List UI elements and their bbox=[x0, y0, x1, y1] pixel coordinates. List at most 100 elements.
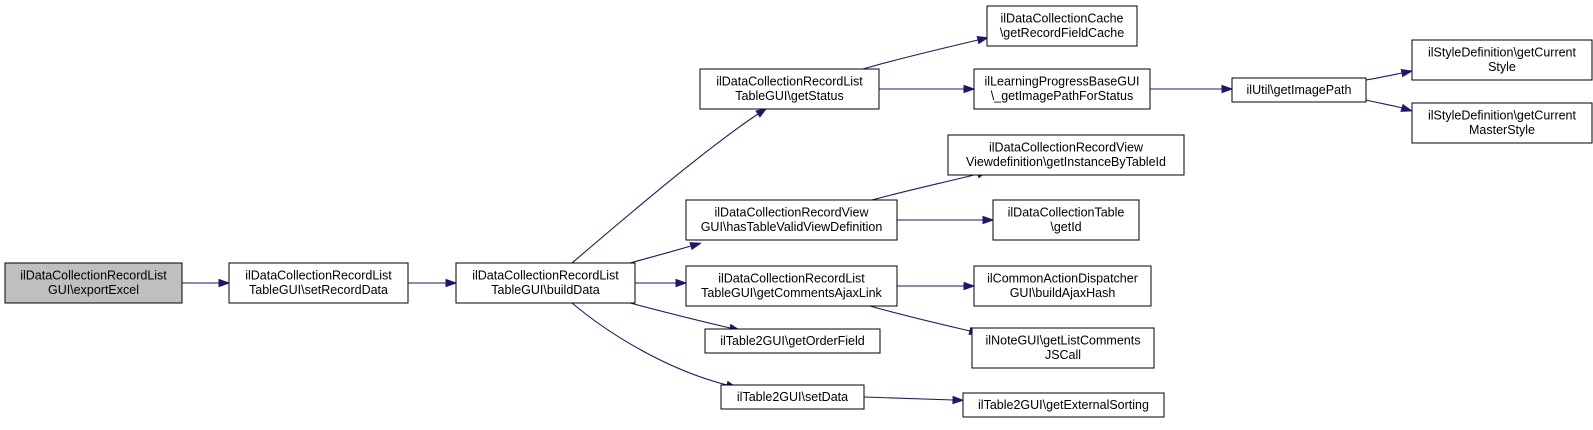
edge-line bbox=[869, 305, 971, 332]
node-box bbox=[947, 134, 1185, 176]
function-node[interactable]: ilTable2GUI\getExternalSorting bbox=[962, 392, 1165, 418]
arrowhead-icon bbox=[218, 278, 231, 288]
node-label-line: GUI\buildAjaxHash bbox=[1010, 286, 1116, 300]
node-box bbox=[973, 68, 1151, 110]
arrowhead-icon bbox=[1221, 84, 1234, 94]
call-edge-n5-n13 bbox=[869, 305, 982, 335]
node-box bbox=[685, 199, 898, 241]
node-box bbox=[1231, 77, 1367, 103]
arrowhead-icon bbox=[1400, 103, 1414, 112]
node-label-line: ilDataCollectionTable bbox=[1008, 206, 1125, 220]
edge-line bbox=[863, 396, 954, 401]
node-label-line: ilTable2GUI\setData bbox=[737, 390, 848, 404]
node-label-line: GUI\hasTableValidViewDefinition bbox=[701, 220, 883, 234]
arrowhead-icon bbox=[445, 278, 458, 288]
call-edge-n2-n6 bbox=[629, 302, 742, 332]
arrowhead-icon bbox=[1400, 68, 1414, 78]
node-label-line: ilStyleDefinition\getCurrent bbox=[1428, 46, 1577, 60]
call-edge-n9-n15 bbox=[1150, 84, 1234, 94]
call-edge-n4-n11 bbox=[897, 215, 995, 225]
node-label-line: ilDataCollectionRecordList bbox=[718, 272, 865, 286]
call-edge-n2-n5 bbox=[634, 278, 688, 288]
call-edge-n3-n8 bbox=[862, 36, 990, 70]
function-node[interactable]: ilDataCollectionRecordViewGUI\hasTableVa… bbox=[685, 199, 898, 241]
arrowhead-icon bbox=[755, 107, 768, 118]
node-label-line: ilDataCollectionCache bbox=[1001, 12, 1124, 26]
node-box bbox=[971, 327, 1155, 369]
node-label-line: ilLearningProgressBaseGUI bbox=[985, 75, 1140, 89]
edge-line bbox=[571, 113, 759, 264]
edge-line bbox=[629, 302, 731, 329]
function-node[interactable]: ilLearningProgressBaseGUI\_getImagePathF… bbox=[973, 68, 1151, 110]
call-graph-edges bbox=[181, 36, 1414, 405]
call-edge-n0-n1 bbox=[181, 278, 231, 288]
arrowhead-icon bbox=[963, 84, 976, 94]
edge-line bbox=[862, 39, 979, 70]
node-label-line: JSCall bbox=[1045, 348, 1081, 362]
node-label-line: \getId bbox=[1050, 220, 1081, 234]
node-box bbox=[228, 262, 409, 304]
edge-line bbox=[629, 245, 692, 264]
node-label-line: TableGUI\setRecordData bbox=[249, 283, 388, 297]
node-label-line: ilUtil\getImagePath bbox=[1247, 83, 1352, 97]
node-box bbox=[455, 262, 636, 304]
call-graph-nodes: ilDataCollectionRecordListGUI\exportExce… bbox=[4, 5, 1593, 418]
node-label-line: Style bbox=[1488, 60, 1516, 74]
arrowhead-icon bbox=[675, 278, 688, 288]
function-node[interactable]: ilDataCollectionRecordListTableGUI\setRe… bbox=[228, 262, 409, 304]
call-edge-n15-n17 bbox=[1365, 99, 1414, 112]
node-label-line: \getRecordFieldCache bbox=[1000, 26, 1124, 40]
node-box bbox=[1411, 39, 1593, 81]
node-label-line: TableGUI\getStatus bbox=[735, 89, 843, 103]
node-label-line: GUI\exportExcel bbox=[48, 283, 139, 297]
node-label-line: TableGUI\getCommentsAjaxLink bbox=[701, 286, 882, 300]
call-edge-n2-n3 bbox=[571, 107, 768, 264]
arrowhead-icon bbox=[689, 242, 703, 251]
node-label-line: ilDataCollectionRecordList bbox=[20, 269, 167, 283]
call-edge-n1-n2 bbox=[407, 278, 458, 288]
node-label-line: ilTable2GUI\getOrderField bbox=[720, 334, 865, 348]
function-node[interactable]: ilDataCollectionRecordListTableGUI\getSt… bbox=[699, 68, 880, 110]
function-node[interactable]: ilCommonActionDispatcherGUI\buildAjaxHas… bbox=[973, 265, 1152, 307]
edge-line bbox=[871, 173, 979, 201]
function-node[interactable]: ilDataCollectionRecordViewViewdefinition… bbox=[947, 134, 1185, 176]
call-edge-n15-n16 bbox=[1365, 68, 1414, 81]
node-label-line: \_getImagePathForStatus bbox=[991, 89, 1133, 103]
node-box bbox=[986, 5, 1138, 47]
node-box bbox=[992, 199, 1140, 241]
call-edge-n5-n12 bbox=[896, 281, 976, 291]
call-edge-n2-n4 bbox=[629, 242, 703, 264]
node-box bbox=[1411, 102, 1593, 144]
function-node[interactable]: ilDataCollectionRecordListTableGUI\getCo… bbox=[685, 265, 898, 307]
node-label-line: ilDataCollectionRecordList bbox=[472, 269, 619, 283]
arrowhead-icon bbox=[976, 36, 990, 45]
node-box bbox=[704, 328, 881, 354]
arrowhead-icon bbox=[952, 395, 965, 405]
node-box bbox=[685, 265, 898, 307]
root-function-node[interactable]: ilDataCollectionRecordListGUI\exportExce… bbox=[4, 262, 183, 304]
call-edge-n3-n9 bbox=[879, 84, 976, 94]
node-box bbox=[699, 68, 880, 110]
node-label-line: ilTable2GUI\getExternalSorting bbox=[978, 398, 1149, 412]
node-box bbox=[962, 392, 1165, 418]
edge-line bbox=[1365, 72, 1403, 81]
function-node[interactable]: ilUtil\getImagePath bbox=[1231, 77, 1367, 103]
edge-line bbox=[1365, 99, 1403, 109]
function-node[interactable]: ilTable2GUI\setData bbox=[720, 384, 865, 410]
function-node[interactable]: ilDataCollectionTable\getId bbox=[992, 199, 1140, 241]
function-node[interactable]: ilDataCollectionRecordListTableGUI\build… bbox=[455, 262, 636, 304]
edge-line bbox=[571, 302, 728, 386]
node-label-line: ilNoteGUI\getListComments bbox=[986, 334, 1141, 348]
node-label-line: ilCommonActionDispatcher bbox=[987, 272, 1138, 286]
node-box bbox=[973, 265, 1152, 307]
node-label-line: Viewdefinition\getInstanceByTableId bbox=[966, 155, 1166, 169]
node-label-line: ilStyleDefinition\getCurrent bbox=[1428, 109, 1577, 123]
function-node[interactable]: ilDataCollectionCache\getRecordFieldCach… bbox=[986, 5, 1138, 47]
node-label-line: ilDataCollectionRecordView bbox=[714, 206, 869, 220]
arrowhead-icon bbox=[982, 215, 995, 225]
function-node[interactable]: ilTable2GUI\getOrderField bbox=[704, 328, 881, 354]
